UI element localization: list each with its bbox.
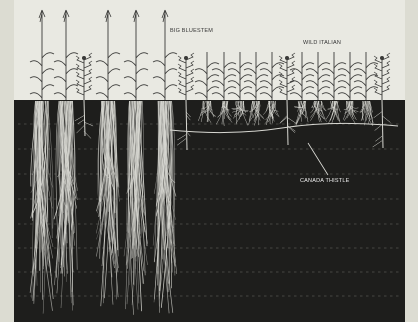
right-frame: [405, 0, 418, 322]
left-frame: [0, 0, 14, 322]
big-bluestem-label: BIG BLUESTEM: [170, 28, 213, 34]
wild-italian-label: WILD ITALIAN: [303, 40, 341, 46]
canada-thistle-label: CANADA THISTLE: [300, 178, 349, 184]
